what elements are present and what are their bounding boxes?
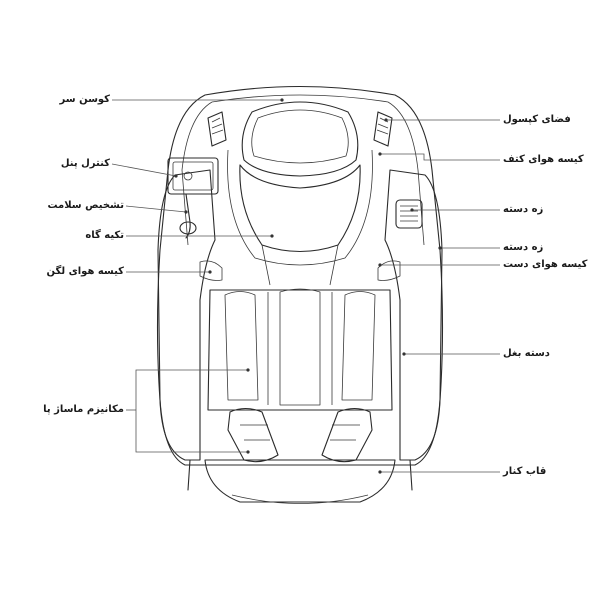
label-hand-airbag: کیسه هوای دست (503, 259, 588, 270)
label-foot-massage: مکانیزم ماساژ پا (43, 404, 124, 415)
left-side-panel (157, 169, 216, 461)
backrest-shape (239, 164, 361, 252)
foot-well-left (227, 407, 279, 463)
label-shoulder-airbag: کیسه هوای کتف (503, 154, 584, 165)
label-capsule-space: فضای کپسول (503, 114, 571, 125)
label-backrest: تکیه گاه (85, 230, 124, 241)
label-control-panel: کنترل پنل (60, 158, 110, 169)
shoulder-airbag-right (373, 111, 393, 147)
foot-well-right (321, 407, 373, 463)
shoulder-airbag-left (207, 111, 227, 147)
leg-rest (207, 289, 393, 411)
label-head-pillow: کوسن سر (59, 94, 110, 105)
right-side-panel (384, 169, 443, 461)
massage-chair-drawing (156, 85, 444, 504)
control-panel-tablet (167, 157, 219, 195)
label-health-diagnosis: تشخیص سلامت (47, 200, 124, 211)
label-armrest-1: زه دسته (503, 204, 544, 215)
label-pelvis-airbag: کیسه هوای لگن (46, 266, 124, 277)
label-side-handle: دسته بغل (503, 348, 550, 359)
head-pillow-shape (241, 101, 359, 177)
armrest-keypad (395, 199, 423, 229)
label-side-frame: قاب کنار (503, 466, 547, 477)
label-armrest-2: زه دسته (503, 242, 544, 253)
leader-lines (111, 98, 500, 474)
